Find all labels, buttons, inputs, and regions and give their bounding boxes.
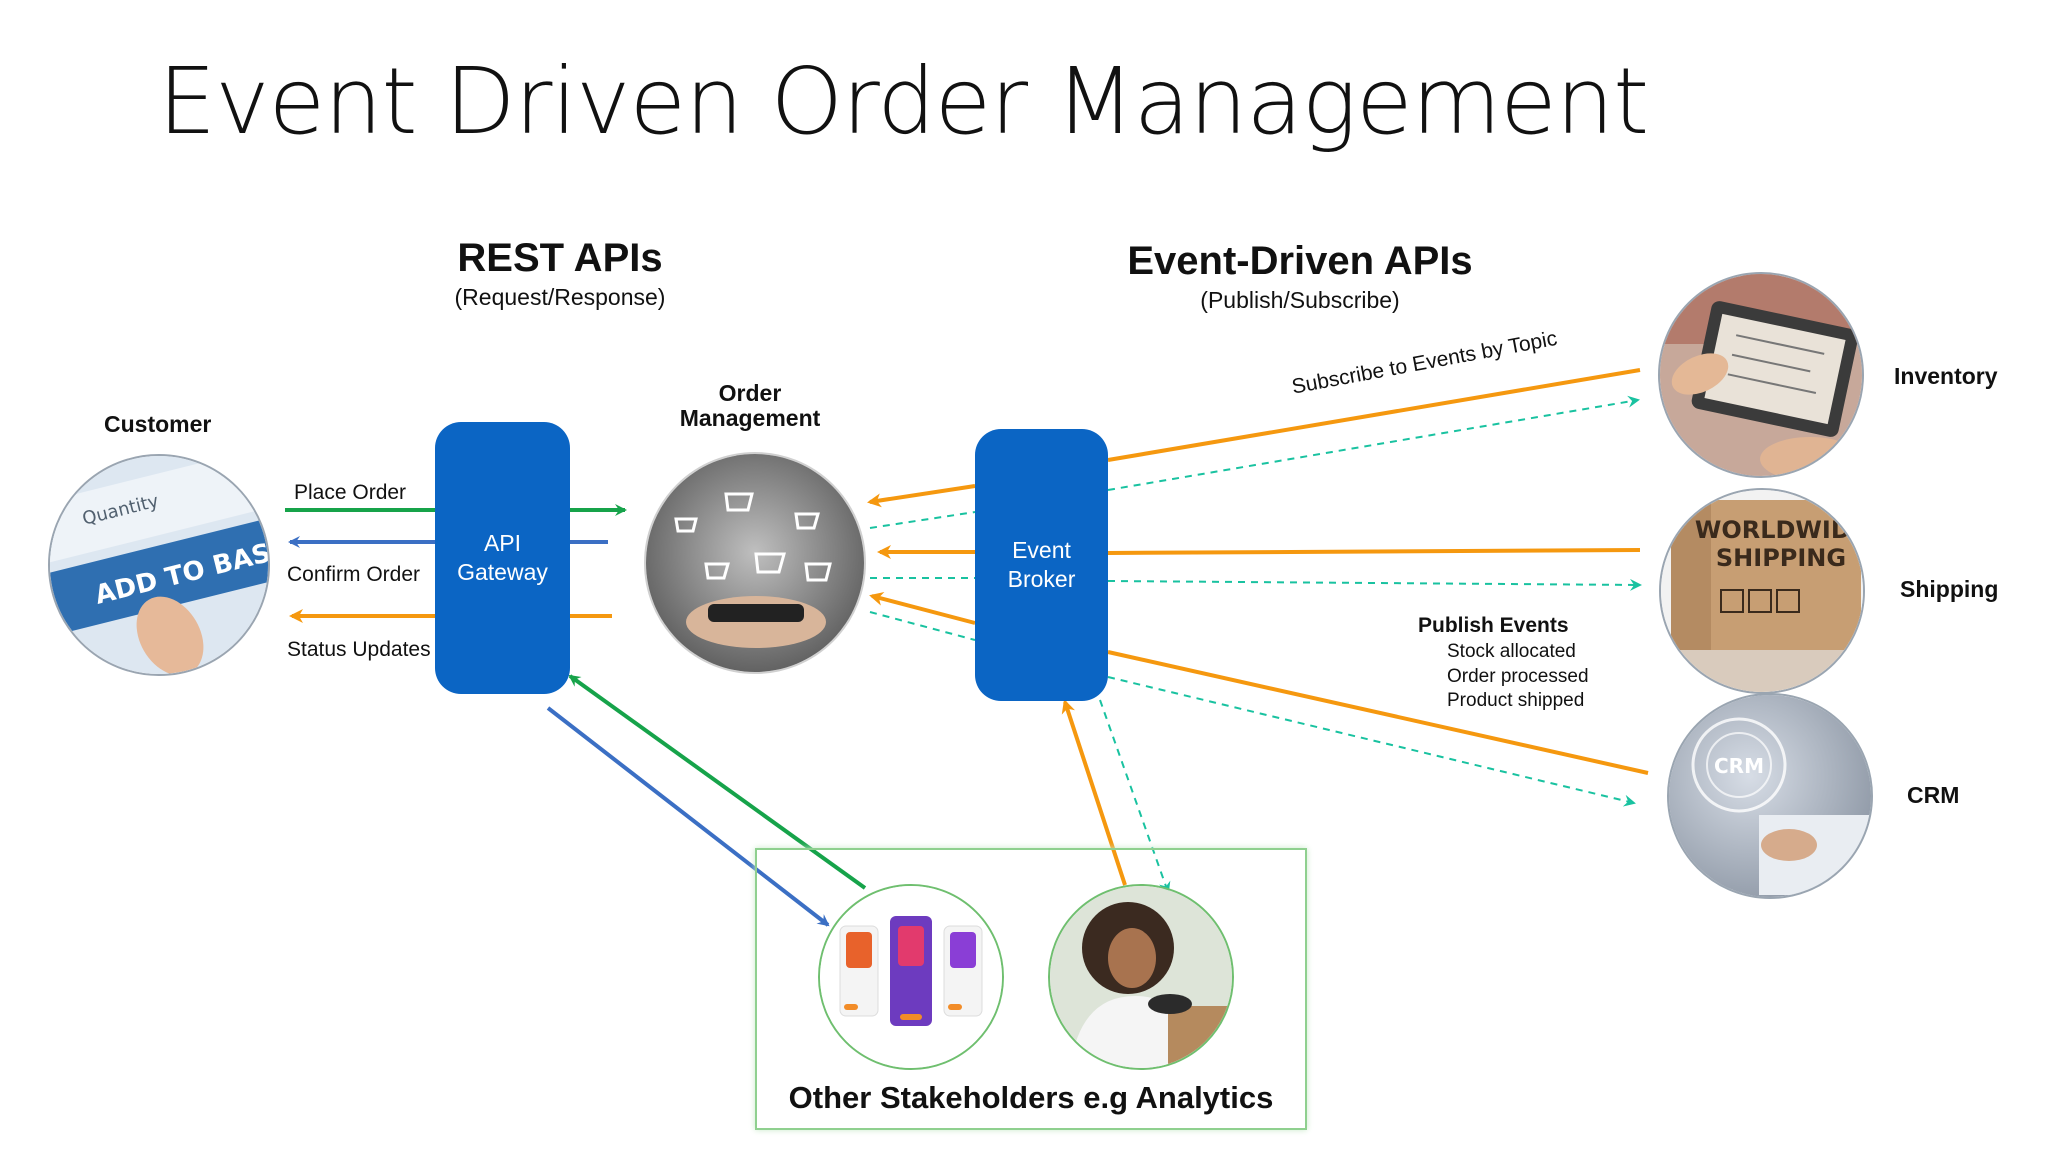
publish-event-item: Order processed <box>1447 665 1589 687</box>
rest-apis-heading: REST APIs <box>457 236 663 280</box>
publish-event-item: Product shipped <box>1447 690 1585 711</box>
shipping-event-arrow <box>1107 578 1642 591</box>
broker-to-order-arrow-1 <box>867 484 976 508</box>
inventory-label: Inventory <box>1894 363 1998 389</box>
customer-label: Customer <box>104 411 212 437</box>
stakeholders-label: Other Stakeholders e.g Analytics <box>788 1080 1274 1115</box>
crm-image: CRM <box>1667 693 1873 899</box>
publish-event-item: Stock allocated <box>1447 641 1576 662</box>
inventory-subscribe-line <box>1107 368 1641 462</box>
crm-label: CRM <box>1907 782 1960 808</box>
rest-apis-subheading: (Request/Response) <box>454 284 666 310</box>
shipping-text: SHIPPING <box>1716 544 1846 572</box>
order-management-line2: Management <box>679 405 821 431</box>
order-to-broker-dashed-1 <box>869 511 976 529</box>
place-order-label: Place Order <box>294 481 407 504</box>
publish-events-heading: Publish Events <box>1418 614 1569 637</box>
order-management-image <box>644 452 866 674</box>
stakeholder-person-image <box>1048 884 1234 1070</box>
order-to-broker-dashed-3 <box>869 611 976 641</box>
event-broker-line1: Event <box>1012 537 1071 563</box>
confirm-order-label: Confirm Order <box>287 563 421 586</box>
event-driven-apis-heading: Event-Driven APIs <box>1127 239 1473 283</box>
crm-image-text: CRM <box>1714 754 1764 778</box>
api-gateway-line2: Gateway <box>457 559 548 585</box>
publish-events-list: Stock allocated Order processed Product … <box>1447 640 1589 714</box>
gateway-to-stakeholder-arrow <box>546 706 830 927</box>
api-gateway-box: API Gateway <box>435 422 570 694</box>
status-updates-label: Status Updates <box>287 638 431 661</box>
page-title: Event Driven Order Management <box>158 48 1649 155</box>
stakeholder-to-gateway-arrow <box>568 674 867 890</box>
event-driven-apis-subheading: (Publish/Subscribe) <box>1200 287 1400 313</box>
crm-subscribe-line <box>1107 650 1649 775</box>
worldwide-text: WORLDWIDE <box>1695 516 1863 544</box>
inventory-event-arrow <box>1107 395 1640 491</box>
event-broker-line2: Broker <box>1007 566 1076 592</box>
order-management-line1: Order <box>718 380 782 406</box>
customer-image: Quantity ADD TO BAS <box>48 454 270 676</box>
stakeholder-app-image <box>818 884 1004 1070</box>
shipping-image: WORLDWIDE SHIPPING <box>1659 488 1865 694</box>
api-gateway-line1: API <box>483 530 522 556</box>
shipping-subscribe-line <box>1107 548 1641 555</box>
broker-to-order-arrow-3 <box>869 592 976 625</box>
stakeholders-frame <box>755 848 1307 1130</box>
shipping-label: Shipping <box>1900 576 1999 602</box>
broker-to-stakeholder-arrow <box>1099 699 1171 894</box>
stakeholder-to-broker-arrow <box>1061 699 1127 886</box>
inventory-image <box>1658 272 1864 478</box>
